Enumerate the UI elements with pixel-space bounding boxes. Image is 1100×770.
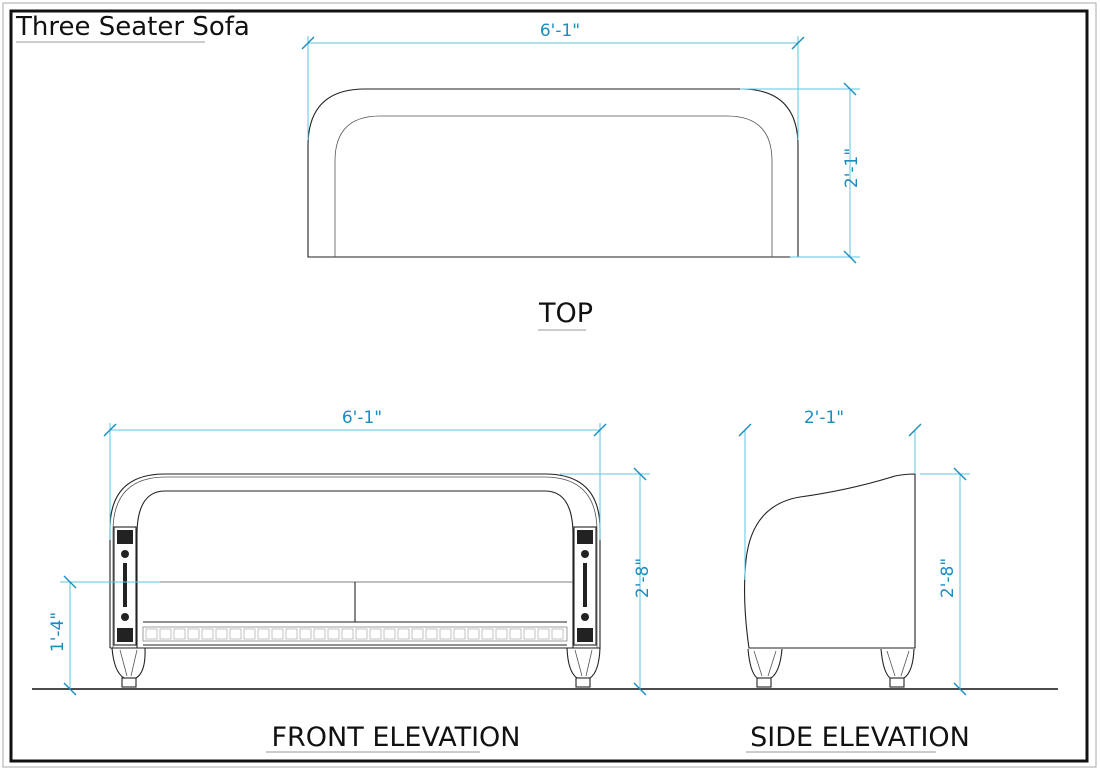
rail-pattern-cell [285, 628, 298, 640]
rail-pattern-cell [481, 628, 494, 640]
rail-pattern-cell [271, 628, 284, 640]
rail-pattern-cell [411, 628, 424, 640]
inner-border [9, 9, 1089, 763]
decorative-rail [142, 626, 568, 642]
rail-pattern-cell [159, 628, 172, 640]
side-depth-label: 2'-1" [804, 408, 844, 428]
rail-pattern-cell [495, 628, 508, 640]
front-elevation: 6'-1" 2'-8" 1'-4" FRONT ELEVATION [48, 408, 653, 753]
side-front-leg [747, 648, 783, 679]
side-elevation-label: SIDE ELEVATION [750, 722, 970, 753]
rail-pattern-cell [383, 628, 396, 640]
rail-pattern-cell [551, 628, 564, 640]
rail-pattern-cell [369, 628, 382, 640]
rail-pattern-cell [467, 628, 480, 640]
rail-pattern-cell [355, 628, 368, 640]
rail-pattern-cell [313, 628, 326, 640]
rail-pattern-cell [537, 628, 550, 640]
sheet-title: Three Seater Sofa [15, 12, 250, 42]
top-width-dimension: 6'-1" [301, 21, 805, 140]
rail-pattern-cell [229, 628, 242, 640]
left-arm-panel [113, 526, 137, 646]
rail-pattern-cell [397, 628, 410, 640]
right-arm-panel [573, 526, 597, 646]
rail-pattern-cell [327, 628, 340, 640]
rail-pattern-cell [173, 628, 186, 640]
rail-pattern-cell [299, 628, 312, 640]
rail-pattern-cell [243, 628, 256, 640]
front-right-leg [566, 647, 601, 679]
rail-pattern-cell [257, 628, 270, 640]
front-width-label: 6'-1" [342, 408, 382, 428]
front-height-dimension: 2'-8" [560, 467, 653, 696]
rail-pattern-cell [187, 628, 200, 640]
rail-pattern-cell [145, 628, 158, 640]
side-back-leg [880, 648, 915, 679]
rail-pattern-cell [523, 628, 536, 640]
rail-pattern-cell [425, 628, 438, 640]
rail-pattern-cell [201, 628, 214, 640]
front-inner-outline [136, 490, 574, 648]
rail-pattern-cell [215, 628, 228, 640]
side-height-dimension: 2'-8" [920, 467, 970, 696]
rail-pattern-cell [509, 628, 522, 640]
front-width-dimension: 6'-1" [103, 408, 607, 540]
rail-pattern-cell [439, 628, 452, 640]
top-inner-outline [334, 115, 773, 257]
top-outline [307, 88, 799, 258]
front-left-leg [111, 647, 146, 679]
top-view: 6'-1" 2'-1" TOP [301, 21, 862, 331]
seat-height-dimension: 1'-4" [48, 575, 160, 696]
top-depth-dimension: 2'-1" [740, 82, 862, 264]
front-back-outline [109, 473, 601, 648]
seat-height-label: 1'-4" [48, 612, 68, 652]
rail-pattern-cell [341, 628, 354, 640]
front-elevation-label: FRONT ELEVATION [272, 722, 521, 753]
side-outline [744, 473, 916, 649]
rail-pattern-cell [453, 628, 466, 640]
top-depth-label: 2'-1" [842, 148, 862, 188]
front-height-label: 2'-8" [633, 558, 653, 598]
top-width-label: 6'-1" [540, 21, 580, 41]
side-elevation: 2'-1" 2'-8" SIDE ELEVATION [738, 408, 970, 753]
top-view-label: TOP [538, 298, 593, 329]
side-height-label: 2'-8" [938, 558, 958, 598]
side-depth-dimension: 2'-1" [738, 408, 922, 580]
